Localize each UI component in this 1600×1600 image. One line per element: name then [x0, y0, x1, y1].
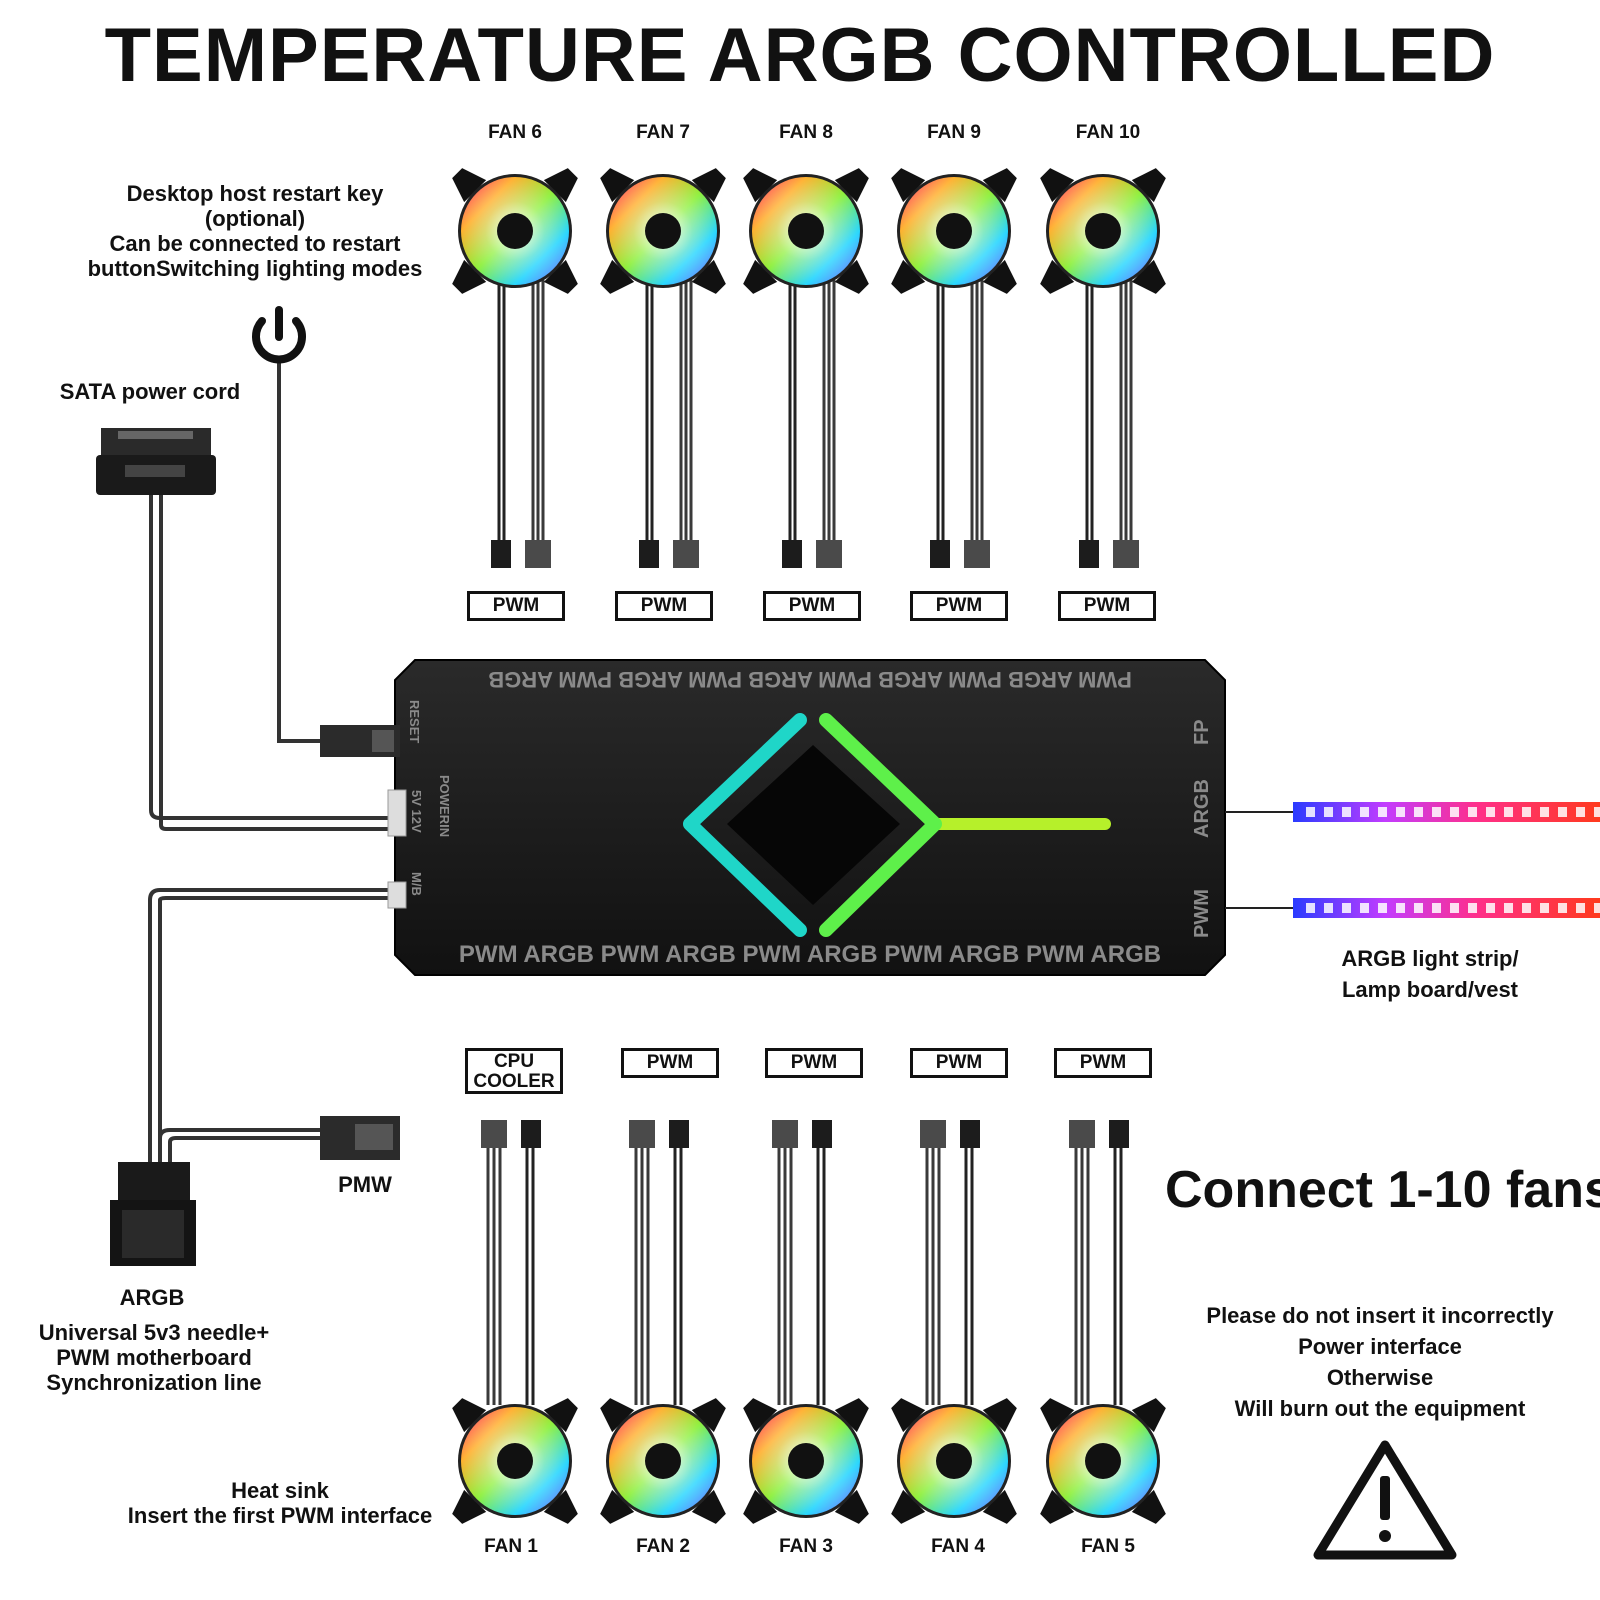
fan-label-8: FAN 8 — [779, 122, 833, 143]
warning-icon — [1313, 1440, 1457, 1560]
fan-label-1: FAN 1 — [484, 1536, 538, 1557]
fan-cable — [1069, 1120, 1129, 1405]
fan-icon — [1040, 168, 1166, 294]
fan-cable — [1079, 280, 1139, 568]
bottom-port-label-3: PWM — [765, 1048, 863, 1078]
fan-label-7: FAN 7 — [636, 122, 690, 143]
fans-group — [452, 168, 1166, 1524]
page-title: TEMPERATURE ARGB CONTROLLED — [104, 13, 1496, 98]
fan-icon — [891, 1398, 1017, 1524]
bottom-port-label-5: PWM — [1054, 1048, 1152, 1078]
fan-label-2: FAN 2 — [636, 1536, 690, 1557]
bottom-port-label-cpu-cooler: CPU COOLER — [465, 1048, 563, 1094]
top-port-label-5: PWM — [1058, 591, 1156, 621]
hub-voltage-label: 5V 12V — [409, 790, 424, 833]
light-strip-note: ARGB light strip/ Lamp board/vest — [1341, 946, 1519, 1002]
hub-bottom-silk: PWM ARGB PWM ARGB PWM ARGB PWM ARGB PWM … — [459, 941, 1161, 968]
fan-icon — [743, 168, 869, 294]
reset-connector — [320, 725, 400, 757]
fan-label-9: FAN 9 — [927, 122, 981, 143]
hub-top-silk: PWM ARGB PWM ARGB PWM ARGB PWM ARGB PWM … — [488, 667, 1132, 692]
side-cables — [148, 360, 390, 1162]
pmw-note: PMW — [338, 1172, 392, 1197]
hub-controller: PWM ARGB PWM ARGB PWM ARGB PWM ARGB PWM … — [394, 659, 1226, 976]
argb-note: ARGB — [119, 1285, 185, 1310]
bottom-port-label-2: PWM — [621, 1048, 719, 1078]
fan-cable — [920, 1120, 980, 1405]
power-in-connectors — [387, 789, 407, 909]
heat-sink-note: Heat sink Insert the first PWM interface — [127, 1478, 433, 1528]
sync-line-note: Universal 5v3 needle+ PWM motherboard Sy… — [38, 1320, 270, 1395]
fan-label-6: FAN 6 — [488, 122, 542, 143]
fan-label-5: FAN 5 — [1081, 1536, 1135, 1557]
sata-note: SATA power cord — [59, 379, 241, 404]
hub-powerin-label: POWERIN — [437, 775, 452, 837]
fan-icon — [452, 168, 578, 294]
fan-cable — [491, 280, 551, 568]
warning-note: Please do not insert it incorrectly Powe… — [1206, 1303, 1554, 1421]
connect-fans-heading: Connect 1-10 fans — [1165, 1161, 1600, 1219]
fan-icon — [600, 168, 726, 294]
fan-cable — [930, 280, 990, 568]
fan-cable — [481, 1120, 541, 1405]
fan-label-10: FAN 10 — [1075, 122, 1141, 143]
hub-mb-label: M/B — [409, 872, 424, 896]
hub-reset-label: RESET — [407, 700, 422, 743]
pwm-adapter-connector — [320, 1116, 400, 1160]
fan-cable — [772, 1120, 832, 1405]
fan-icon — [891, 168, 1017, 294]
fan-label-4: FAN 4 — [931, 1536, 985, 1557]
fan-icon — [1040, 1398, 1166, 1524]
top-port-label-4: PWM — [910, 591, 1008, 621]
top-port-label-3: PWM — [763, 591, 861, 621]
fan-cable — [782, 280, 842, 568]
fan-icon — [743, 1398, 869, 1524]
power-icon — [252, 306, 306, 364]
fan-icon — [600, 1398, 726, 1524]
fan-label-3: FAN 3 — [779, 1536, 833, 1557]
argb-adapter-connector — [110, 1162, 196, 1266]
restart-key-note: Desktop host restart key (optional) Can … — [87, 181, 423, 281]
top-port-label-2: PWM — [615, 591, 713, 621]
fan-cable — [639, 280, 699, 568]
sata-connector — [96, 428, 216, 495]
cables-group — [148, 280, 1139, 1405]
hub-pwm-label: PWM — [1191, 889, 1213, 938]
bottom-port-label-4: PWM — [910, 1048, 1008, 1078]
hub-argb-label: ARGB — [1191, 779, 1213, 838]
hub-fp-label: FP — [1191, 719, 1213, 745]
fan-cable — [629, 1120, 689, 1405]
argb-light-strips — [1225, 802, 1600, 918]
top-port-label-1: PWM — [467, 591, 565, 621]
fan-icon — [452, 1398, 578, 1524]
